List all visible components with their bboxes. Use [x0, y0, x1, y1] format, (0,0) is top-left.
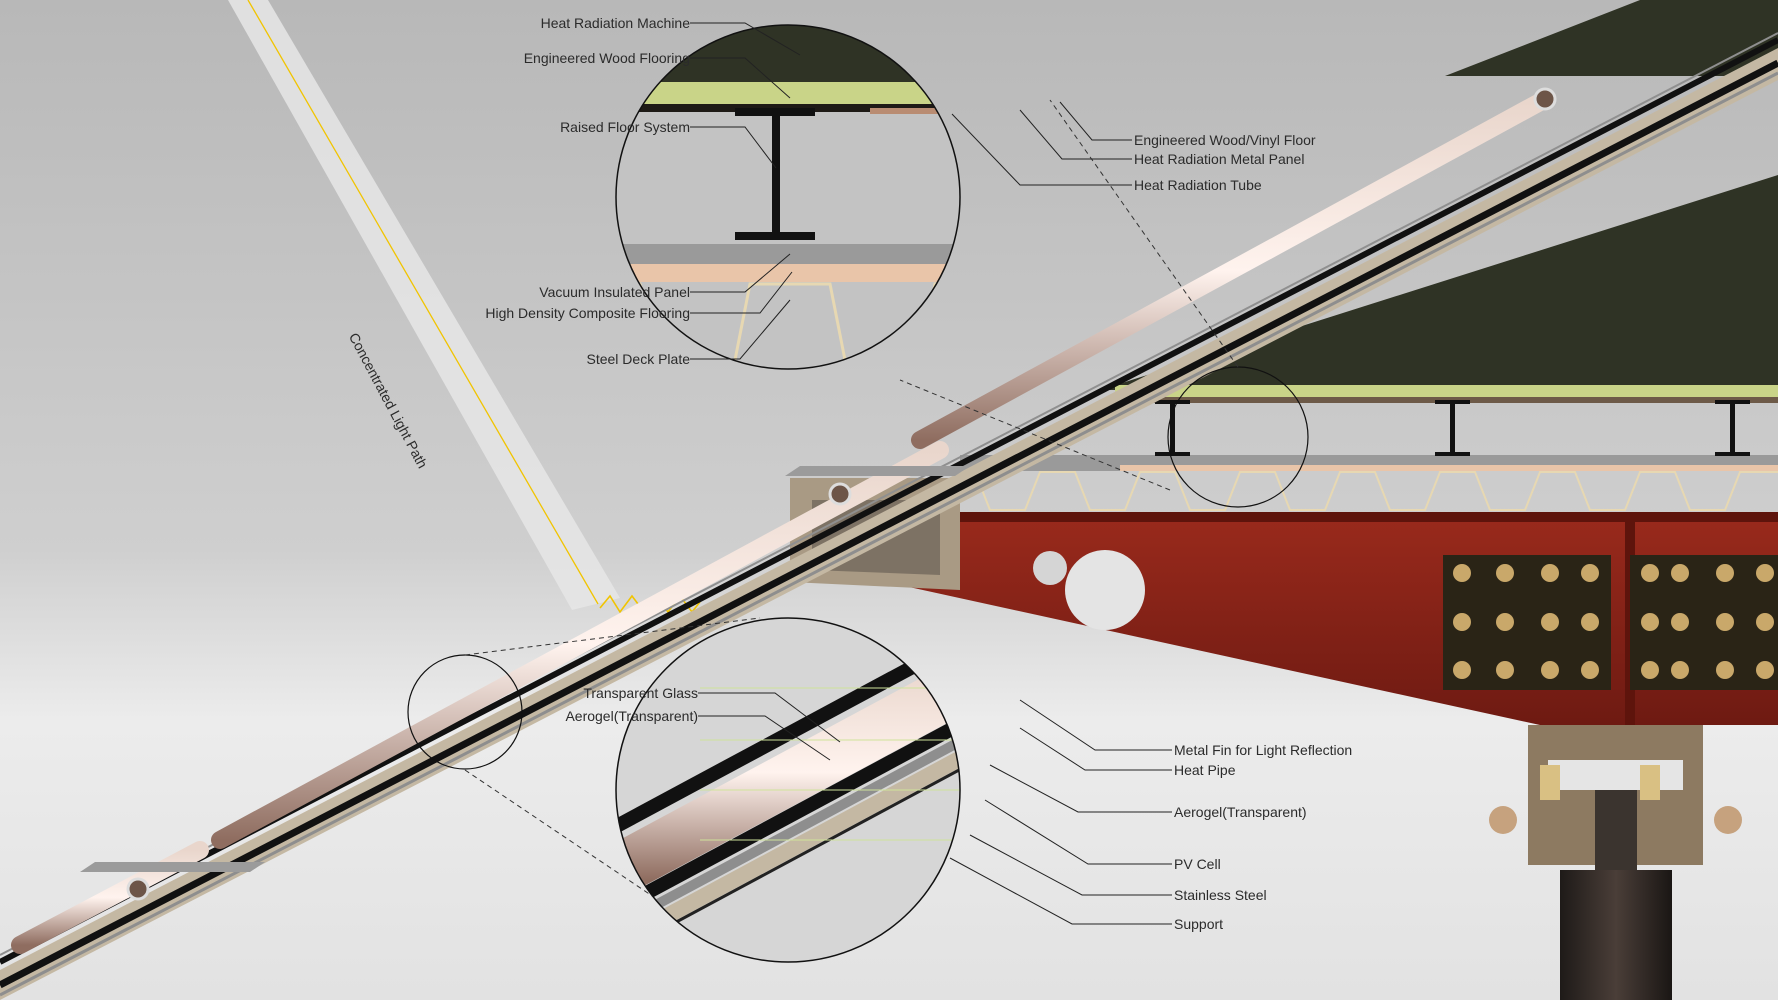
- label-heat-radiation-tube: Heat Radiation Tube: [1134, 177, 1262, 193]
- connector-lines: [464, 99, 1239, 956]
- label-engineered-wood-vinyl-floor: Engineered Wood/Vinyl Floor: [1134, 132, 1316, 148]
- label-heat-pipe: Heat Pipe: [1174, 762, 1236, 778]
- label-vacuum-insulated-panel: Vacuum Insulated Panel: [539, 284, 690, 300]
- label-transparent-glass: Transparent Glass: [583, 685, 698, 701]
- detail-circle-floor: [616, 25, 960, 369]
- leader-lines: [690, 22, 1172, 925]
- column-support: [1489, 725, 1742, 1000]
- label-high-density-composite-flooring: High Density Composite Flooring: [485, 305, 690, 321]
- diagonal-panel: [0, 32, 1778, 1000]
- label-heat-radiation-machine: Heat Radiation Machine: [540, 15, 690, 31]
- steel-girder: [790, 478, 1778, 725]
- label-metal-fin: Metal Fin for Light Reflection: [1174, 742, 1353, 758]
- label-stainless-steel: Stainless Steel: [1174, 887, 1267, 903]
- label-engineered-wood-flooring: Engineered Wood Flooring: [523, 50, 690, 66]
- label-heat-radiation-metal-panel: Heat Radiation Metal Panel: [1134, 151, 1305, 167]
- label-aerogel-left: Aerogel(Transparent): [565, 708, 698, 724]
- label-pv-cell: PV Cell: [1174, 856, 1221, 872]
- label-support: Support: [1174, 916, 1224, 932]
- label-steel-deck-plate: Steel Deck Plate: [586, 351, 691, 367]
- label-raised-floor-system: Raised Floor System: [560, 119, 690, 135]
- detail-circle-panel: [616, 618, 960, 962]
- label-aerogel-right: Aerogel(Transparent): [1174, 804, 1307, 820]
